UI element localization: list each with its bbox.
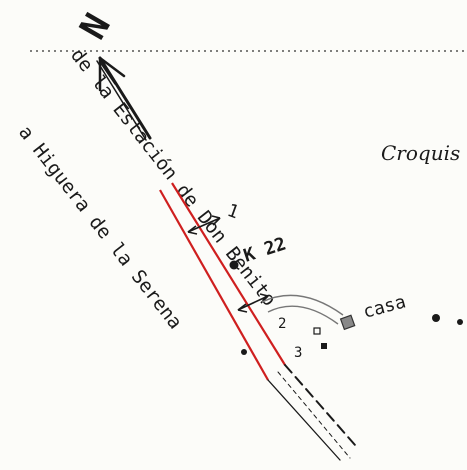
point-marker-c: [457, 319, 463, 325]
track: [267, 364, 356, 461]
section-mark-1: [187, 215, 221, 235]
small-building: [321, 343, 327, 349]
km-point: [229, 260, 239, 270]
point-label-1: 1: [224, 200, 241, 223]
side-path: [261, 294, 344, 325]
road: [159, 182, 286, 381]
point-label-2: 2: [278, 316, 286, 332]
map-title: Croquis: [381, 141, 460, 165]
origin-label: de la Estación de Don Benito: [66, 45, 281, 311]
north-arrow-icon: [96, 56, 152, 141]
house-building: [339, 314, 356, 331]
point-marker-b: [432, 314, 440, 322]
north-label: N: [73, 7, 119, 46]
small-building: [313, 327, 321, 335]
point-marker-a: [241, 349, 247, 355]
point-label-3: 3: [294, 345, 302, 361]
km-label: K 22: [241, 233, 289, 266]
house-label: casa: [361, 291, 408, 323]
